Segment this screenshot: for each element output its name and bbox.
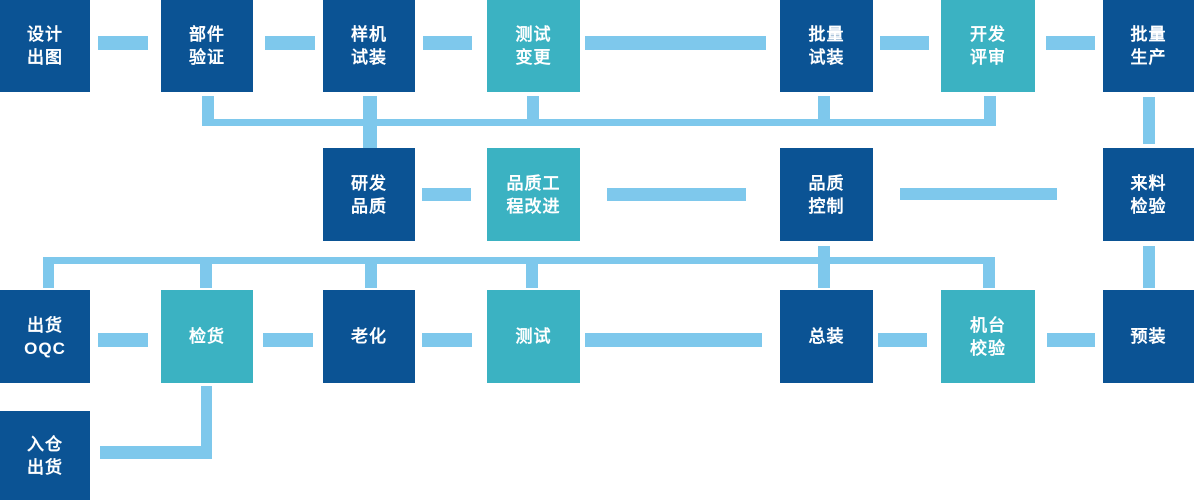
connector-aging-testing — [422, 333, 472, 347]
bus-line-top — [202, 119, 996, 126]
node-mass-production: 批量 生产 — [1103, 0, 1194, 92]
node-quality-control: 品质 控制 — [780, 148, 873, 241]
connector-parts-prototype — [265, 36, 315, 50]
drop-bus-to-oqc — [43, 257, 54, 288]
node-pre-assembly: 预装 — [1103, 290, 1194, 383]
drop-devreview-to-bus — [984, 96, 996, 126]
node-testing: 测试 — [487, 290, 580, 383]
drop-prototype-to-rdquality — [363, 96, 377, 148]
connector-incoming-preassembly — [1143, 246, 1155, 288]
connector-oqc-inspection — [98, 333, 148, 347]
connector-devreview-massprod — [1046, 36, 1095, 50]
node-machine-calibration: 机台 校验 — [941, 290, 1035, 383]
node-rd-quality: 研发 品质 — [323, 148, 415, 241]
node-test-change: 测试 变更 — [487, 0, 580, 92]
connector-inspection-aging — [263, 333, 313, 347]
drop-bus-to-calibration — [983, 257, 995, 288]
connector-qeimprove-qc — [607, 188, 746, 201]
bus-line-bottom — [43, 257, 995, 264]
node-aging: 老化 — [323, 290, 415, 383]
connector-testing-assembly — [585, 333, 762, 347]
connector-design-parts — [98, 36, 148, 50]
node-warehouse-shipping: 入仓 出货 — [0, 411, 90, 500]
node-parts-verification: 部件 验证 — [161, 0, 253, 92]
connector-assembly-calibration — [878, 333, 927, 347]
connector-qc-assembly — [818, 246, 830, 288]
drop-batchtrial-to-bus — [818, 96, 830, 126]
node-batch-trial: 批量 试装 — [780, 0, 873, 92]
node-dev-review: 开发 评审 — [941, 0, 1035, 92]
drop-parts-to-bus — [202, 96, 214, 126]
node-final-assembly: 总装 — [780, 290, 873, 383]
node-inspection: 检货 — [161, 290, 253, 383]
connector-inspection-warehouse-vertical — [201, 386, 212, 458]
node-qe-improvement: 品质工 程改进 — [487, 148, 580, 241]
connector-calibration-preassembly — [1047, 333, 1095, 347]
connector-testchange-batchtrial — [585, 36, 766, 50]
connector-massprod-incoming — [1143, 97, 1155, 144]
node-incoming-inspection: 来料 检验 — [1103, 148, 1194, 241]
drop-bus-to-testing — [526, 257, 538, 288]
connector-batchtrial-devreview — [880, 36, 929, 50]
drop-bus-to-aging — [365, 257, 377, 288]
drop-bus-to-inspection — [200, 257, 212, 288]
connector-inspection-warehouse-horizontal — [100, 446, 212, 459]
connector-prototype-testchange — [423, 36, 472, 50]
node-shipping-oqc: 出货 OQC — [0, 290, 90, 383]
drop-testchange-to-bus — [527, 96, 539, 126]
connector-qc-incoming — [900, 188, 1057, 200]
connector-rdquality-qeimprove — [422, 188, 471, 201]
node-design-drawing: 设计 出图 — [0, 0, 90, 92]
node-prototype-trial: 样机 试装 — [323, 0, 415, 92]
